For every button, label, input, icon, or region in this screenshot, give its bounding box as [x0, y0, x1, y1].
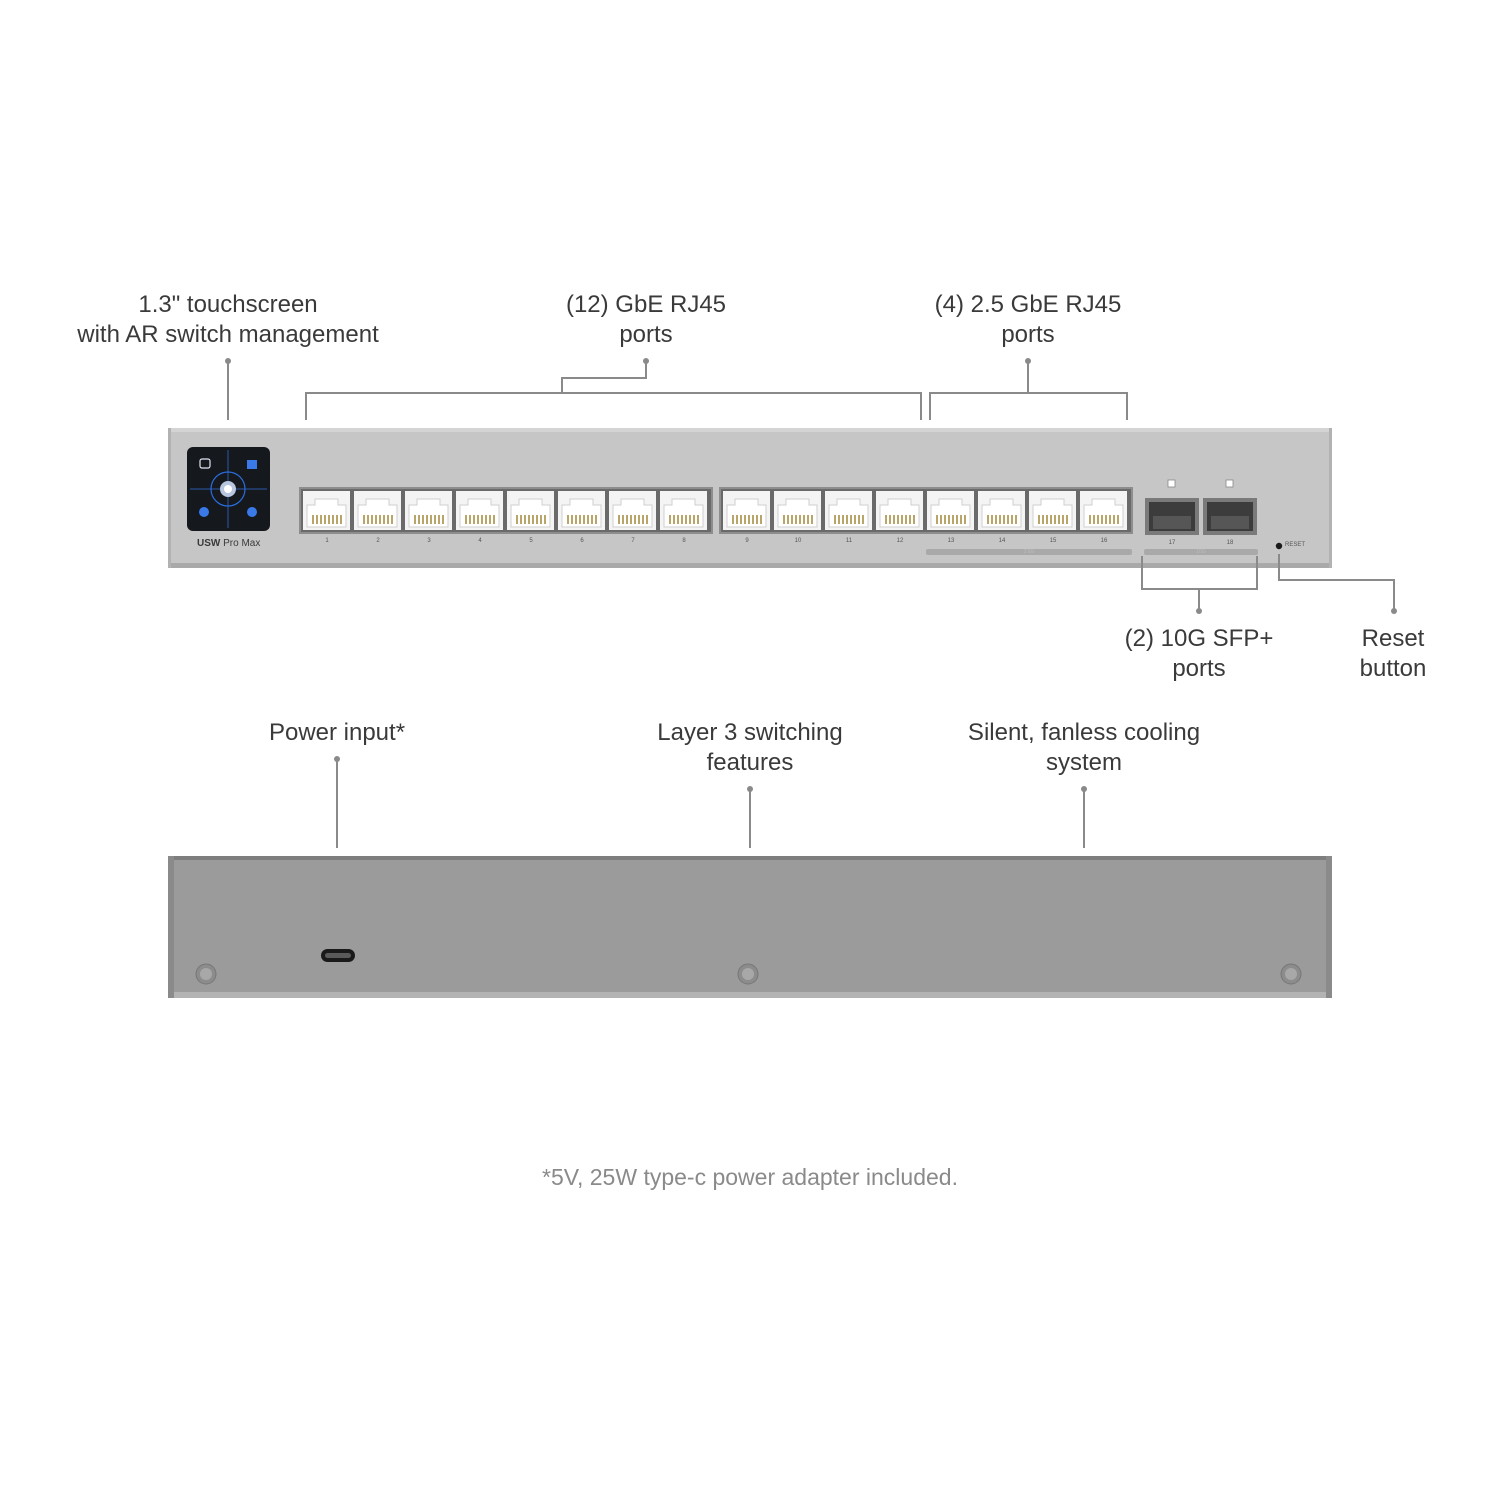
- rj45-port-5[interactable]: [507, 491, 554, 530]
- rj45-port-2[interactable]: [354, 491, 401, 530]
- callout-reset-button-line2: button: [1359, 655, 1427, 682]
- rj45-port-11[interactable]: [825, 491, 872, 530]
- port-number-label: 6: [580, 538, 584, 544]
- sfp-port-number-label: 18: [1226, 540, 1234, 546]
- screw-right-icon: [1280, 963, 1302, 985]
- footnote: *5V, 25W type-c power adapter included.: [542, 1164, 958, 1190]
- port-number-label: 8: [682, 538, 686, 544]
- usb-c-power-port[interactable]: [321, 949, 355, 962]
- device-model-label: USW Pro Max: [197, 538, 260, 549]
- callout-reset-button: Reset button: [1360, 624, 1427, 684]
- rj45-ports[interactable]: [303, 491, 1127, 530]
- callout-sfp-ports-line1: (2) 10G SFP+: [1124, 625, 1274, 652]
- rj45-port-12[interactable]: [876, 491, 923, 530]
- touchscreen-display[interactable]: [187, 447, 270, 531]
- callout-touchscreen: 1.3" touchscreen with AR switch manageme…: [77, 290, 378, 350]
- port-number-label: 13: [947, 538, 955, 544]
- device-brand: USW: [197, 538, 221, 549]
- rj45-port-13[interactable]: [927, 491, 974, 530]
- leader-lines: [227, 362, 1395, 848]
- screw-center-icon: [737, 963, 759, 985]
- sfp-port-17[interactable]: [1145, 479, 1199, 535]
- speed-tag-10g: 10G: [1196, 549, 1206, 555]
- sfp-port-number-label: 17: [1168, 540, 1176, 546]
- sfp-port-18[interactable]: [1203, 479, 1257, 535]
- port-number-label: 10: [794, 538, 802, 544]
- multi-gig-speed-bar: [926, 549, 1132, 555]
- callout-touchscreen-line2: with AR switch management: [77, 321, 379, 348]
- leader-dots: [225, 358, 1397, 792]
- callout-layer3: Layer 3 switching features: [657, 718, 842, 778]
- callout-layer3-line2: features: [706, 749, 794, 776]
- callout-layer3-line1: Layer 3 switching: [657, 719, 843, 746]
- sfp-speed-bar: [1144, 549, 1258, 555]
- port-number-label: 7: [631, 538, 635, 544]
- port-number-label: 1: [325, 538, 329, 544]
- reset-button-dot[interactable]: [1275, 542, 1283, 550]
- callout-gbe-ports-line1: (12) GbE RJ45: [565, 291, 727, 318]
- rj45-port-1[interactable]: [303, 491, 350, 530]
- port-number-label: 2: [376, 538, 380, 544]
- port-number-label: 3: [427, 538, 431, 544]
- port-number-label: 11: [845, 538, 853, 544]
- reset-label: RESET: [1285, 542, 1306, 548]
- callout-power-input-line1: Power input*: [268, 719, 406, 746]
- rj45-port-3[interactable]: [405, 491, 452, 530]
- callout-cooling-line2: system: [1045, 749, 1123, 776]
- rj45-port-16[interactable]: [1080, 491, 1127, 530]
- port-number-label: 14: [998, 538, 1006, 544]
- callout-gbe-ports: (12) GbE RJ45 ports: [566, 290, 726, 350]
- rj45-port-9[interactable]: [723, 491, 770, 530]
- port-number-label: 5: [529, 538, 533, 544]
- rj45-port-7[interactable]: [609, 491, 656, 530]
- callout-reset-button-line1: Reset: [1361, 625, 1425, 652]
- rj45-port-6[interactable]: [558, 491, 605, 530]
- port-number-label: 16: [1100, 538, 1108, 544]
- port-number-label: 9: [745, 538, 749, 544]
- device-model: Pro Max: [223, 538, 261, 549]
- callout-multi-gig-ports-line2: ports: [1001, 321, 1055, 348]
- callout-cooling-line1: Silent, fanless cooling: [967, 719, 1201, 746]
- rj45-port-10[interactable]: [774, 491, 821, 530]
- callout-cooling: Silent, fanless cooling system: [968, 718, 1200, 778]
- port-number-label: 4: [478, 538, 482, 544]
- port-number-label: 12: [896, 538, 904, 544]
- callout-touchscreen-line1: 1.3" touchscreen: [138, 291, 318, 318]
- callout-sfp-ports-line2: ports: [1172, 655, 1226, 682]
- rj45-port-8[interactable]: [660, 491, 707, 530]
- callout-power-input: Power input*: [269, 718, 405, 748]
- callout-gbe-ports-line2: ports: [619, 321, 673, 348]
- rj45-port-15[interactable]: [1029, 491, 1076, 530]
- callout-multi-gig-ports: (4) 2.5 GbE RJ45 ports: [935, 290, 1122, 350]
- callout-sfp-ports: (2) 10G SFP+ ports: [1125, 624, 1274, 684]
- port-number-label: 15: [1049, 538, 1057, 544]
- rj45-port-14[interactable]: [978, 491, 1025, 530]
- rj45-port-4[interactable]: [456, 491, 503, 530]
- screw-left-icon: [195, 963, 217, 985]
- speed-tag-2g5: 2.5G: [1023, 549, 1035, 555]
- callout-multi-gig-ports-line1: (4) 2.5 GbE RJ45: [934, 291, 1122, 318]
